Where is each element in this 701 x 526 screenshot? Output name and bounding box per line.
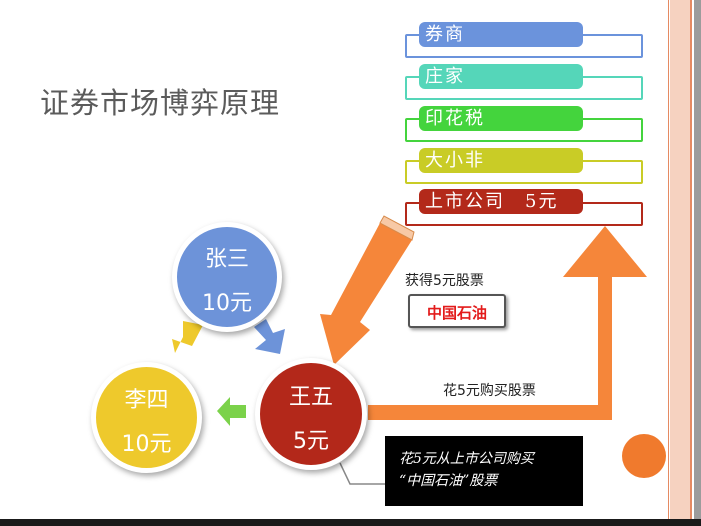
blue-arrow-icon xyxy=(254,319,285,354)
callout-pointer xyxy=(339,462,387,485)
stack-item-restricted-shares: 大小非 xyxy=(419,148,583,173)
stack-item-stamp-tax: 印花税 xyxy=(419,106,583,131)
stack-item-dealer: 庄家 xyxy=(419,64,583,89)
decorative-edge-line xyxy=(690,0,692,526)
get-stock-label: 获得5元股票 xyxy=(405,273,484,289)
orange-arrow-cap xyxy=(379,215,415,241)
yellow-arrow-icon xyxy=(172,321,203,353)
player-name: 王五 xyxy=(288,385,333,410)
callout-line-1: 花5元从上市公司购买 xyxy=(399,451,534,467)
slide-title: 证券市场博弈原理 xyxy=(40,86,281,120)
player-wangwu: 王五 5元 xyxy=(255,358,367,470)
player-zhangsan: 张三 10元 xyxy=(172,222,282,332)
orange-arrow-up-icon xyxy=(368,226,647,420)
stock-name-badge: 中国石油 xyxy=(408,294,506,328)
decorative-edge-line xyxy=(668,0,669,526)
orange-arrow-down-icon xyxy=(320,223,412,365)
callout-line-2: “中国石油”股票 xyxy=(399,473,498,489)
player-name: 张三 xyxy=(204,247,249,272)
player-amount: 10元 xyxy=(121,432,172,457)
player-amount: 5元 xyxy=(293,429,329,454)
stack-item-listed-company: 上市公司 5元 xyxy=(419,189,583,214)
stack-item-broker: 券商 xyxy=(419,22,583,47)
decorative-edge xyxy=(670,0,690,526)
stock-name: 中国石油 xyxy=(426,304,487,322)
player-amount: 10元 xyxy=(202,291,252,316)
decorative-edge-shadow xyxy=(694,0,701,526)
buy-stock-label: 花5元购买股票 xyxy=(443,383,536,399)
bottom-bar xyxy=(0,519,701,526)
decorative-dot xyxy=(622,434,666,478)
callout-note: 花5元从上市公司购买 “中国石油”股票 xyxy=(385,436,583,506)
green-arrow-icon xyxy=(217,397,246,426)
player-lisi: 李四 10元 xyxy=(91,362,202,473)
player-name: 李四 xyxy=(124,388,169,413)
